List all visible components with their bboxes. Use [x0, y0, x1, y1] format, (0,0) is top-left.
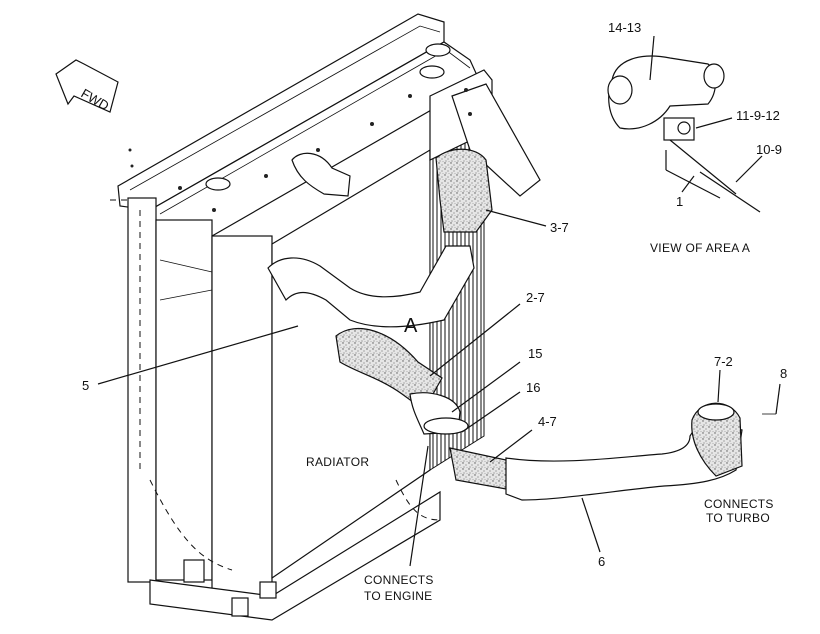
callout-11-9-12: 11-9-12 — [736, 108, 780, 123]
callout-1: 1 — [676, 194, 683, 209]
callout-5: 5 — [82, 378, 89, 393]
callout-4-7: 4-7 — [538, 414, 557, 429]
radiator-assembly — [110, 13, 541, 621]
hose-4-7 — [449, 447, 513, 491]
clamp-16 — [423, 417, 469, 435]
callout-16: 16 — [526, 380, 540, 395]
detail-view-area-a — [607, 55, 761, 213]
callout-2-7: 2-7 — [526, 290, 545, 305]
callout-14-13: 14-13 — [608, 20, 641, 35]
area-a-marker: A — [404, 315, 418, 337]
callout-8: 8 — [780, 366, 787, 381]
hose-2-7 — [335, 328, 443, 411]
connects-turbo-line1: CONNECTS — [704, 497, 774, 511]
radiator-label: RADIATOR — [306, 455, 369, 469]
fwd-arrow-icon: FWD — [55, 59, 119, 113]
connects-engine-line2: TO ENGINE — [364, 589, 433, 603]
detail-view-caption: VIEW OF AREA A — [650, 241, 750, 255]
callout-10-9: 10-9 — [756, 142, 782, 157]
callout-7-2: 7-2 — [714, 354, 733, 369]
connects-engine-line1: CONNECTS — [364, 573, 434, 587]
callout-6: 6 — [598, 554, 605, 569]
tube-5 — [267, 245, 475, 328]
callout-3-7: 3-7 — [550, 220, 569, 235]
callout-15: 15 — [528, 346, 542, 361]
connects-turbo-line2: TO TURBO — [706, 511, 770, 525]
leader-lines — [97, 35, 781, 567]
hose-3-7 — [435, 148, 493, 233]
